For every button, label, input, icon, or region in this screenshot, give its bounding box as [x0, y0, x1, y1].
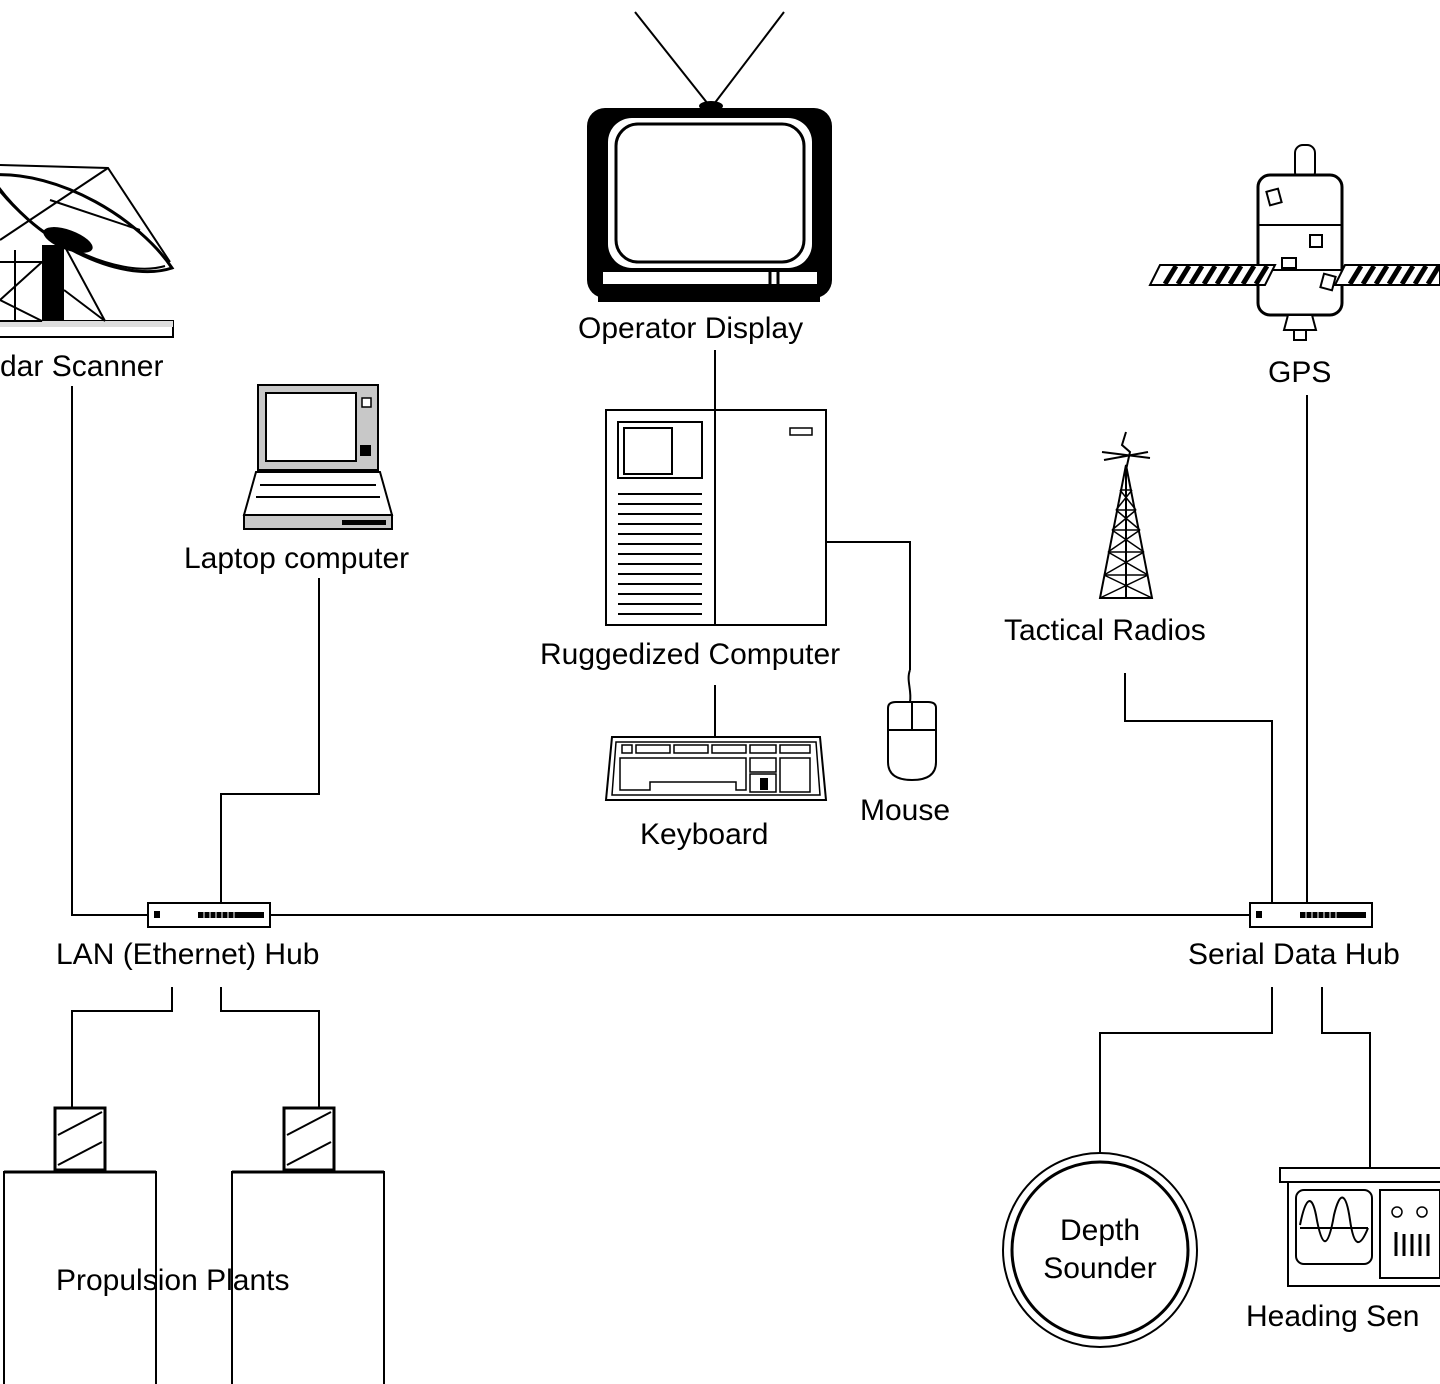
radar-scanner-label: dar Scanner: [0, 350, 163, 383]
mouse-label: Mouse: [860, 794, 950, 827]
link-serial-depth: [1099, 987, 1273, 1158]
network-hub-icon: [1249, 902, 1373, 928]
link-laptop-lan: [220, 578, 320, 903]
mouse-icon: [887, 669, 937, 782]
link-lan-propulsion-left: [71, 987, 173, 1108]
serial-hub-label: Serial Data Hub: [1188, 938, 1400, 971]
crt-monitor-icon: [587, 11, 832, 302]
round-gauge-icon: [1002, 1152, 1198, 1348]
link-computer-mouse: [826, 541, 911, 670]
gps-label: GPS: [1268, 356, 1331, 389]
connection-lines: [71, 350, 1371, 1168]
link-radios-serial: [1124, 673, 1273, 903]
laptop-label: Laptop computer: [184, 542, 409, 575]
radio-tower-icon: [1098, 431, 1154, 599]
heading-sensor-label: Heading Sen: [1246, 1300, 1419, 1333]
depth-sounder-label-line1: Depth: [1060, 1214, 1140, 1247]
lan-hub-label: LAN (Ethernet) Hub: [56, 938, 319, 971]
sensor-panel-icon: [1279, 1167, 1440, 1287]
ruggedized-computer-label: Ruggedized Computer: [540, 638, 840, 671]
link-radar-lan: [71, 386, 148, 916]
keyboard-icon: [604, 736, 828, 801]
desktop-computer-icon: [605, 409, 827, 626]
engine-block-icon: [3, 1106, 157, 1384]
depth-sounder-label-line2: Sounder: [1043, 1252, 1156, 1285]
link-serial-heading: [1321, 987, 1371, 1168]
engine-block-icon: [231, 1106, 385, 1384]
satellite-icon: [1148, 144, 1440, 341]
propulsion-plants-label: Propulsion Plants: [56, 1264, 289, 1297]
operator-display-label: Operator Display: [578, 312, 803, 345]
radar-dish-icon: [0, 164, 175, 338]
laptop-icon: [242, 384, 394, 530]
keyboard-label: Keyboard: [640, 818, 768, 851]
network-hub-icon: [147, 902, 271, 928]
link-lan-propulsion-right: [220, 987, 320, 1108]
tactical-radios-label: Tactical Radios: [1004, 614, 1206, 647]
